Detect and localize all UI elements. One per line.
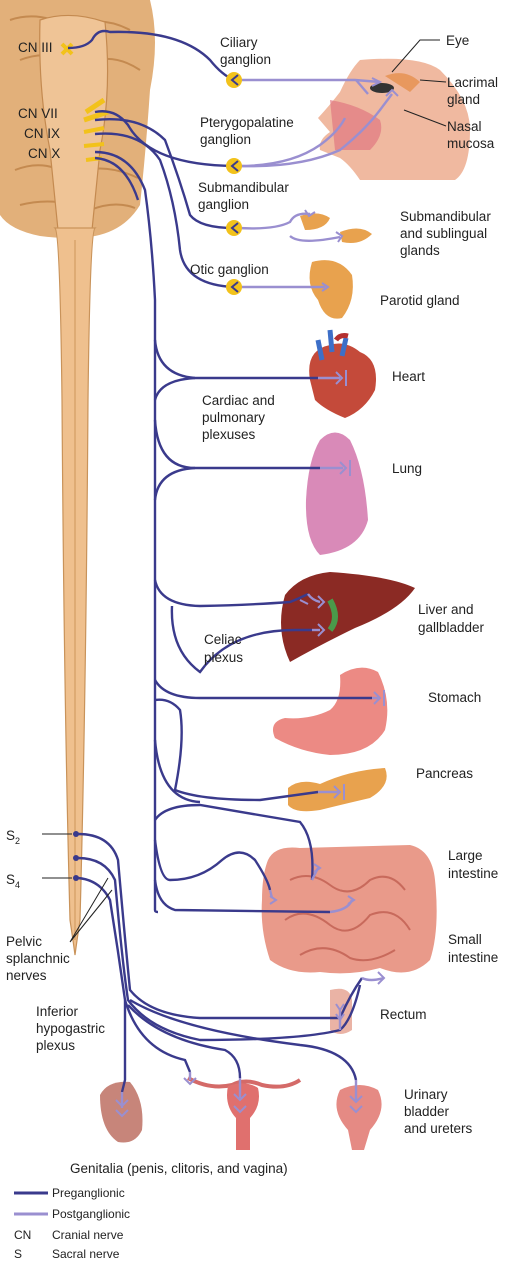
svg-text:Inferior hypogastric p: Inferior hypogastric plexus bbox=[36, 1004, 109, 1053]
label-large-int-2: intestine bbox=[448, 866, 498, 881]
label-large-int-1: Large bbox=[448, 848, 483, 863]
ganglion-markers bbox=[226, 72, 242, 295]
label-cn3: CN III bbox=[18, 40, 53, 55]
label-bladder-1: Urinary bbox=[404, 1087, 448, 1102]
lung-shape bbox=[305, 432, 368, 555]
label-lacrimal-1: Lacrimal bbox=[447, 75, 498, 90]
svg-text:Large intestine: Large intestine bbox=[448, 848, 498, 881]
label-lacrimal-2: gland bbox=[447, 92, 480, 107]
label-pelvic-2: splanchnic bbox=[6, 951, 70, 966]
svg-text:Nasal mucosa: Nasal mucosa bbox=[447, 119, 495, 151]
label-ciliary-1: Ciliary bbox=[220, 35, 258, 50]
label-eye: Eye bbox=[446, 33, 469, 48]
legend-cn-full: Cranial nerve bbox=[52, 1228, 124, 1242]
legend-pre-label: Preganglionic bbox=[52, 1186, 125, 1200]
svg-text:Liver and gallbladder: Liver and gallbladder bbox=[418, 602, 485, 635]
svg-text:Cardiac and pulmonary: Cardiac and pulmonary plexuses bbox=[202, 393, 279, 442]
legend-post-label: Postganglionic bbox=[52, 1207, 130, 1221]
label-small-int-2: intestine bbox=[448, 950, 498, 965]
svg-text:S2: S2 bbox=[6, 828, 20, 846]
svg-text:Small intestine: Small intestine bbox=[448, 932, 498, 965]
legend-s-full: Sacral nerve bbox=[52, 1247, 120, 1261]
label-small-int-1: Small bbox=[448, 932, 482, 947]
label-submand-glands-1: Submandibular bbox=[400, 209, 491, 224]
label-s2-sub: 2 bbox=[15, 836, 20, 846]
label-heart: Heart bbox=[392, 369, 425, 384]
label-ptery-1: Pterygopalatine bbox=[200, 115, 294, 130]
label-otic: Otic ganglion bbox=[190, 262, 269, 277]
label-lung: Lung bbox=[392, 461, 422, 476]
svg-text:Lacrimal gland: Lacrimal gland bbox=[447, 75, 502, 107]
label-bladder-3: and ureters bbox=[404, 1121, 473, 1136]
label-celiac-1: Celiac bbox=[204, 632, 242, 647]
face-illustration bbox=[318, 58, 470, 180]
label-submand-glands-3: glands bbox=[400, 243, 440, 258]
legend-cn-abbr: CN bbox=[14, 1228, 31, 1242]
postganglionic-fibers bbox=[120, 78, 393, 1108]
label-cardiac-3: plexuses bbox=[202, 427, 256, 442]
leader-lines bbox=[42, 39, 447, 943]
label-pelvic-1: Pelvic bbox=[6, 934, 42, 949]
label-hypogastric-3: plexus bbox=[36, 1038, 75, 1053]
liver-shape bbox=[281, 572, 415, 662]
svg-text:Pterygopalatine ganglion: Pterygopalatine ganglion bbox=[200, 115, 298, 147]
svg-text:Ciliary ganglion: Ciliary ganglion bbox=[220, 35, 271, 67]
svg-text:S4: S4 bbox=[6, 872, 20, 890]
label-nasal-1: Nasal bbox=[447, 119, 482, 134]
label-rectum: Rectum bbox=[380, 1007, 427, 1022]
nerve-endings bbox=[115, 77, 399, 1118]
label-cn7: CN VII bbox=[18, 106, 58, 121]
label-s2: S bbox=[6, 828, 15, 843]
stomach-shape bbox=[272, 667, 388, 755]
uterus-shape bbox=[187, 1076, 302, 1150]
label-celiac-2: plexus bbox=[204, 650, 243, 665]
label-liver-1: Liver and bbox=[418, 602, 474, 617]
label-liver-2: gallbladder bbox=[418, 620, 485, 635]
label-ciliary-2: ganglion bbox=[220, 52, 271, 67]
label-s4-sub: 4 bbox=[15, 880, 20, 890]
svg-text:Submandibular ganglion: Submandibular ganglion bbox=[198, 180, 293, 212]
label-cardiac-1: Cardiac and bbox=[202, 393, 275, 408]
label-hypogastric-2: hypogastric bbox=[36, 1021, 105, 1036]
svg-text:Urinary bladder and ur: Urinary bladder and ureters bbox=[404, 1087, 473, 1136]
label-submand-ganglion-1: Submandibular bbox=[198, 180, 289, 195]
label-cn9: CN IX bbox=[24, 126, 60, 141]
preganglionic-fibers bbox=[67, 29, 372, 1093]
svg-text:Pelvic splanchnic nerv: Pelvic splanchnic nerves bbox=[6, 934, 74, 983]
parotid-gland-shape bbox=[309, 260, 353, 319]
svg-text:Submandibular and sublingu: Submandibular and sublingual glands bbox=[400, 209, 495, 258]
sacral-nodes bbox=[73, 831, 79, 881]
brainstem-spinal-cord bbox=[0, 0, 155, 956]
label-ptery-2: ganglion bbox=[200, 132, 251, 147]
label-pancreas: Pancreas bbox=[416, 766, 473, 781]
intestines-shape bbox=[261, 845, 437, 974]
label-bladder-2: bladder bbox=[404, 1104, 450, 1119]
svg-text:Celiac plexus: Celiac plexus bbox=[204, 632, 245, 665]
label-parotid: Parotid gland bbox=[380, 293, 460, 308]
label-genitalia: Genitalia (penis, clitoris, and vagina) bbox=[70, 1161, 288, 1176]
legend: Preganglionic Postganglionic CN Cranial … bbox=[14, 1186, 130, 1261]
label-s4: S bbox=[6, 872, 15, 887]
bladder-shape bbox=[336, 1085, 382, 1150]
label-cn10: CN X bbox=[28, 146, 60, 161]
heart-shape bbox=[309, 329, 376, 418]
legend-s-abbr: S bbox=[14, 1247, 22, 1261]
submandibular-gland-shape bbox=[300, 213, 372, 243]
penis-shape bbox=[100, 1081, 143, 1143]
label-stomach: Stomach bbox=[428, 690, 481, 705]
label-nasal-2: mucosa bbox=[447, 136, 495, 151]
label-submand-glands-2: and sublingual bbox=[400, 226, 487, 241]
label-hypogastric-1: Inferior bbox=[36, 1004, 79, 1019]
label-pelvic-3: nerves bbox=[6, 968, 47, 983]
label-cardiac-2: pulmonary bbox=[202, 410, 265, 425]
label-submand-ganglion-2: ganglion bbox=[198, 197, 249, 212]
